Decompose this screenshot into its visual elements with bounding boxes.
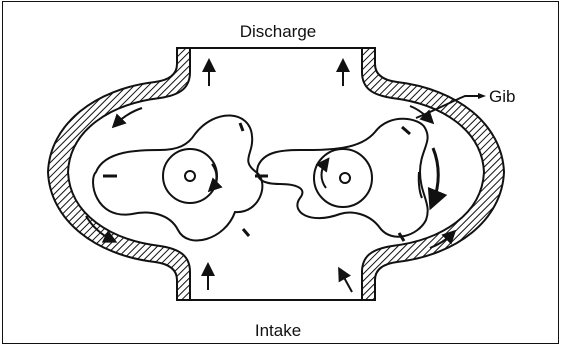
pump-casing [48,48,504,300]
right-rotor [255,119,438,241]
discharge-label: Discharge [240,22,317,41]
gib-label: Gib [489,87,515,106]
left-rotor [93,115,262,240]
intake-label: Intake [255,321,301,340]
